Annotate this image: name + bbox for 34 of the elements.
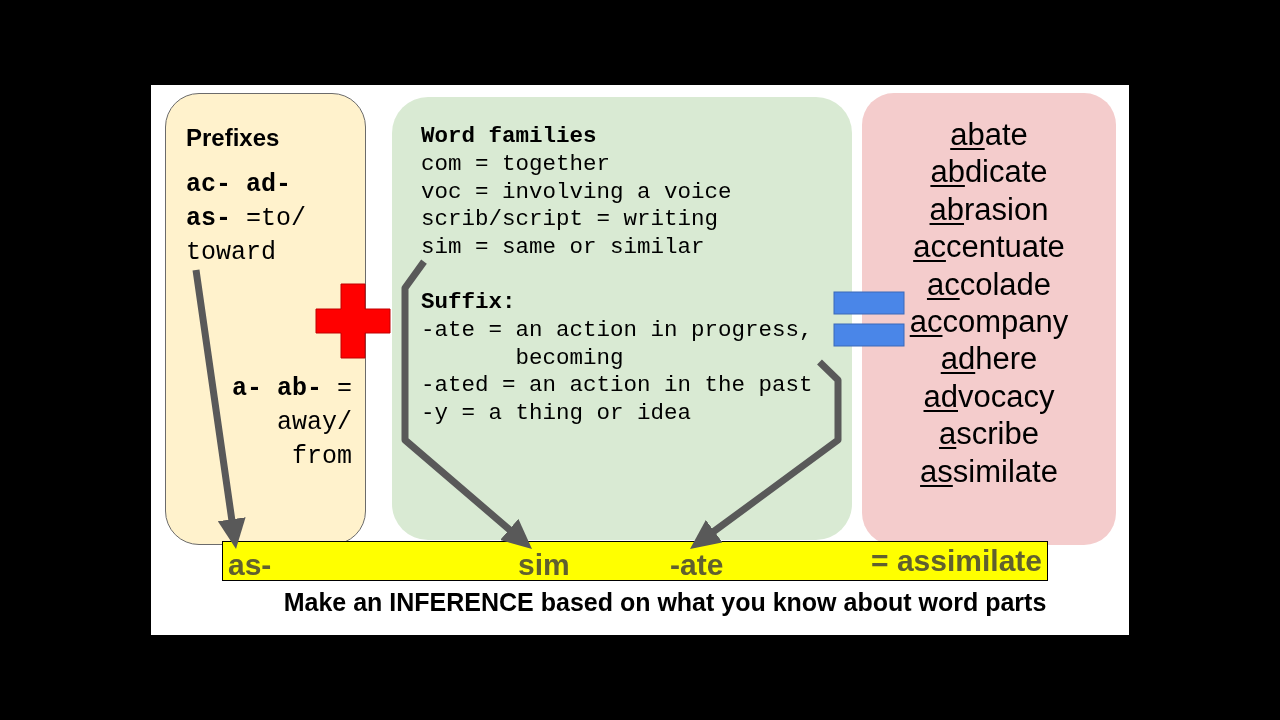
prefix-panel <box>165 93 366 545</box>
word-family-text: scrib/script = writing <box>421 206 719 234</box>
arrow <box>192 269 246 550</box>
vocabulary-word: adhere <box>940 341 1038 378</box>
vocabulary-word: accentuate <box>913 229 1065 266</box>
equation-result-text: = assimilate <box>871 545 1042 577</box>
word-list-panel <box>862 93 1116 545</box>
suffix-text: -ated = an action in the past <box>421 372 813 400</box>
vocabulary-word: accompany <box>909 304 1069 340</box>
prefix-text: a- ab- = away/ from <box>230 373 352 473</box>
vocabulary-word: abate <box>950 117 1028 153</box>
word-part-text: as- <box>228 549 272 581</box>
word-part-text: sim <box>518 549 570 581</box>
caption-text: Make an INFERENCE based on what you know about word parts <box>283 587 1047 617</box>
prefix-text: ac- ad- as- =to/ toward <box>186 168 308 270</box>
arrow <box>687 359 842 552</box>
word-part-text: -ate <box>670 549 724 581</box>
word-family-text: voc = involving a voice <box>421 179 732 207</box>
equation-bar <box>222 541 1048 581</box>
vocabulary-word: advocacy <box>923 378 1055 415</box>
vocabulary-word: assimilate <box>920 453 1058 490</box>
panel-heading: Word families <box>421 123 597 151</box>
arrow <box>401 259 535 552</box>
panel-heading: Prefixes <box>186 124 280 152</box>
vocabulary-word: abrasion <box>929 191 1049 228</box>
vocabulary-word: accolade <box>926 266 1052 303</box>
word-family-panel <box>392 97 852 540</box>
vocabulary-word: abdicate <box>930 154 1048 191</box>
word-family-text: com = together <box>421 151 611 179</box>
suffix-text: -ate = an action in progress, becoming <box>421 317 820 373</box>
suffix-text: -y = a thing or idea <box>421 400 692 428</box>
word-family-text: sim = same or similar <box>421 234 705 262</box>
vocabulary-word: ascribe <box>939 416 1039 453</box>
panel-heading: Suffix: <box>421 289 516 317</box>
